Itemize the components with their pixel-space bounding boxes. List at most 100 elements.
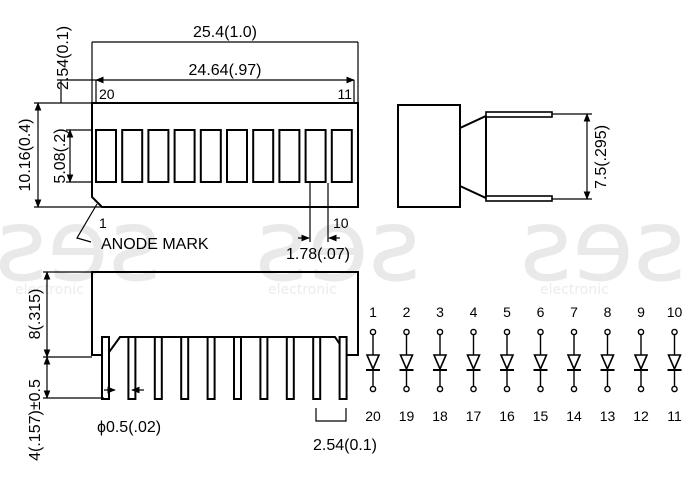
anode-pin-label: 6 xyxy=(537,304,545,320)
anode-pin-label: 3 xyxy=(436,304,444,320)
led-segments xyxy=(95,129,353,183)
terminal xyxy=(570,328,578,336)
front-view: 25.4(1.0) 24.64(.97) 20 11 1 10 2.54(0.1… xyxy=(17,24,359,263)
pin-diameter-label: ϕ0.5(.02) xyxy=(97,419,161,436)
led-channel: 10 11 xyxy=(667,304,683,424)
led-channel: 6 15 xyxy=(533,304,549,424)
led-segment xyxy=(147,129,170,183)
pin-10-label: 10 xyxy=(333,215,349,231)
led-segment xyxy=(304,129,327,183)
bottom-view: 8(.315) 4(.157)±0.5 ϕ0.5(.02) 2.54(0.1) xyxy=(27,271,377,461)
terminal xyxy=(671,328,678,336)
pin-lead xyxy=(206,336,216,400)
led-segment xyxy=(252,129,275,183)
pin-20-label: 20 xyxy=(99,86,115,102)
terminal xyxy=(436,385,444,393)
terminal xyxy=(537,385,544,393)
side-height-label: 7.5(.295) xyxy=(593,125,610,189)
led-segment xyxy=(278,129,301,183)
anode-mark-label: ANODE MARK xyxy=(101,236,209,253)
pin-lead xyxy=(233,336,242,400)
pin-1-label: 1 xyxy=(99,215,107,231)
led-channel: 120 xyxy=(365,304,381,424)
side-lead-top xyxy=(485,111,553,118)
pin-lead xyxy=(180,336,190,400)
terminal xyxy=(436,328,444,336)
led-channel: 4 17 xyxy=(466,304,482,424)
diode-triangle xyxy=(566,354,582,372)
led-channel: 3 18 xyxy=(432,304,448,424)
diode-triangle xyxy=(499,354,515,372)
terminal xyxy=(369,328,377,336)
side-body xyxy=(397,104,461,208)
pin-pitch-label: 2.54(0.1) xyxy=(313,437,377,454)
watermark-text: electronic xyxy=(540,282,609,298)
pin-lead xyxy=(285,336,295,400)
diode-triangle xyxy=(633,354,649,372)
diode-triangle xyxy=(600,354,615,372)
cathode-pin-label: 14 xyxy=(566,408,582,424)
led-channel: 516 xyxy=(499,304,515,424)
anode-pin-label: 7 xyxy=(570,304,578,320)
pin-lead xyxy=(259,336,269,400)
pin-lead xyxy=(153,336,163,400)
cathode-pin-label: 11 xyxy=(667,408,682,424)
pin-lead xyxy=(101,336,110,400)
front-body-outline xyxy=(91,102,359,208)
terminal xyxy=(403,385,410,393)
cathode-pin-label: 17 xyxy=(466,408,482,424)
terminal xyxy=(537,328,544,336)
diode-triangle xyxy=(466,354,481,372)
side-lead-frame xyxy=(459,114,487,200)
terminal xyxy=(470,385,477,393)
anode-pin-label: 10 xyxy=(667,304,683,320)
lead-length-label: 4(.157)±0.5 xyxy=(27,379,44,461)
bottom-leads xyxy=(101,336,348,400)
pin-11-label: 11 xyxy=(337,86,352,102)
cathode-pin-label: 16 xyxy=(499,408,515,424)
terminal xyxy=(671,385,678,393)
body-height-label: 8(.315) xyxy=(27,289,44,340)
pin-span-label: 24.64(.97) xyxy=(189,62,262,79)
cathode-pin-label: 15 xyxy=(533,408,549,424)
led-channel: 813 xyxy=(600,304,616,424)
led-segment xyxy=(121,129,144,183)
terminal xyxy=(604,328,611,336)
led-channel: 7 14 xyxy=(566,304,582,424)
pin-lead xyxy=(338,336,348,400)
bottom-body-outline xyxy=(91,271,359,356)
terminal xyxy=(503,328,511,336)
diode-triangle xyxy=(667,354,682,372)
terminal xyxy=(570,385,578,393)
cathode-pin-label: 13 xyxy=(600,408,616,424)
watermark-text: electronic xyxy=(15,282,84,298)
led-segment xyxy=(199,129,222,183)
diode-triangle xyxy=(365,354,381,372)
led-channel: 912 xyxy=(633,304,649,424)
side-view: 7.5(.295) xyxy=(397,104,610,208)
watermark-logo: ƨɘƨ xyxy=(520,187,686,304)
led-segment xyxy=(173,129,196,183)
led-segment xyxy=(330,129,353,183)
led-segment xyxy=(226,129,248,183)
segment-height-label: 5.08(.2) xyxy=(52,128,69,183)
terminal xyxy=(503,385,511,393)
led-channel: 219 xyxy=(399,304,415,424)
overall-width-label: 25.4(1.0) xyxy=(193,24,257,41)
diode-triangle xyxy=(399,354,414,372)
anode-pin-label: 4 xyxy=(470,304,478,320)
terminal xyxy=(604,385,611,393)
diode-triangle xyxy=(533,354,548,372)
terminal xyxy=(369,385,377,393)
pin-pitch-dimension-line xyxy=(315,408,347,422)
cathode-pin-label: 20 xyxy=(365,408,381,424)
height-label: 10.16(0.4) xyxy=(17,119,34,192)
terminal xyxy=(637,328,645,336)
cathode-pin-label: 18 xyxy=(432,408,448,424)
top-offset-label: 2.54(0.1) xyxy=(55,26,72,90)
anode-mark-leader xyxy=(76,203,98,243)
segment-pitch-label: 1.78(.07) xyxy=(286,246,350,263)
terminal xyxy=(403,328,410,336)
